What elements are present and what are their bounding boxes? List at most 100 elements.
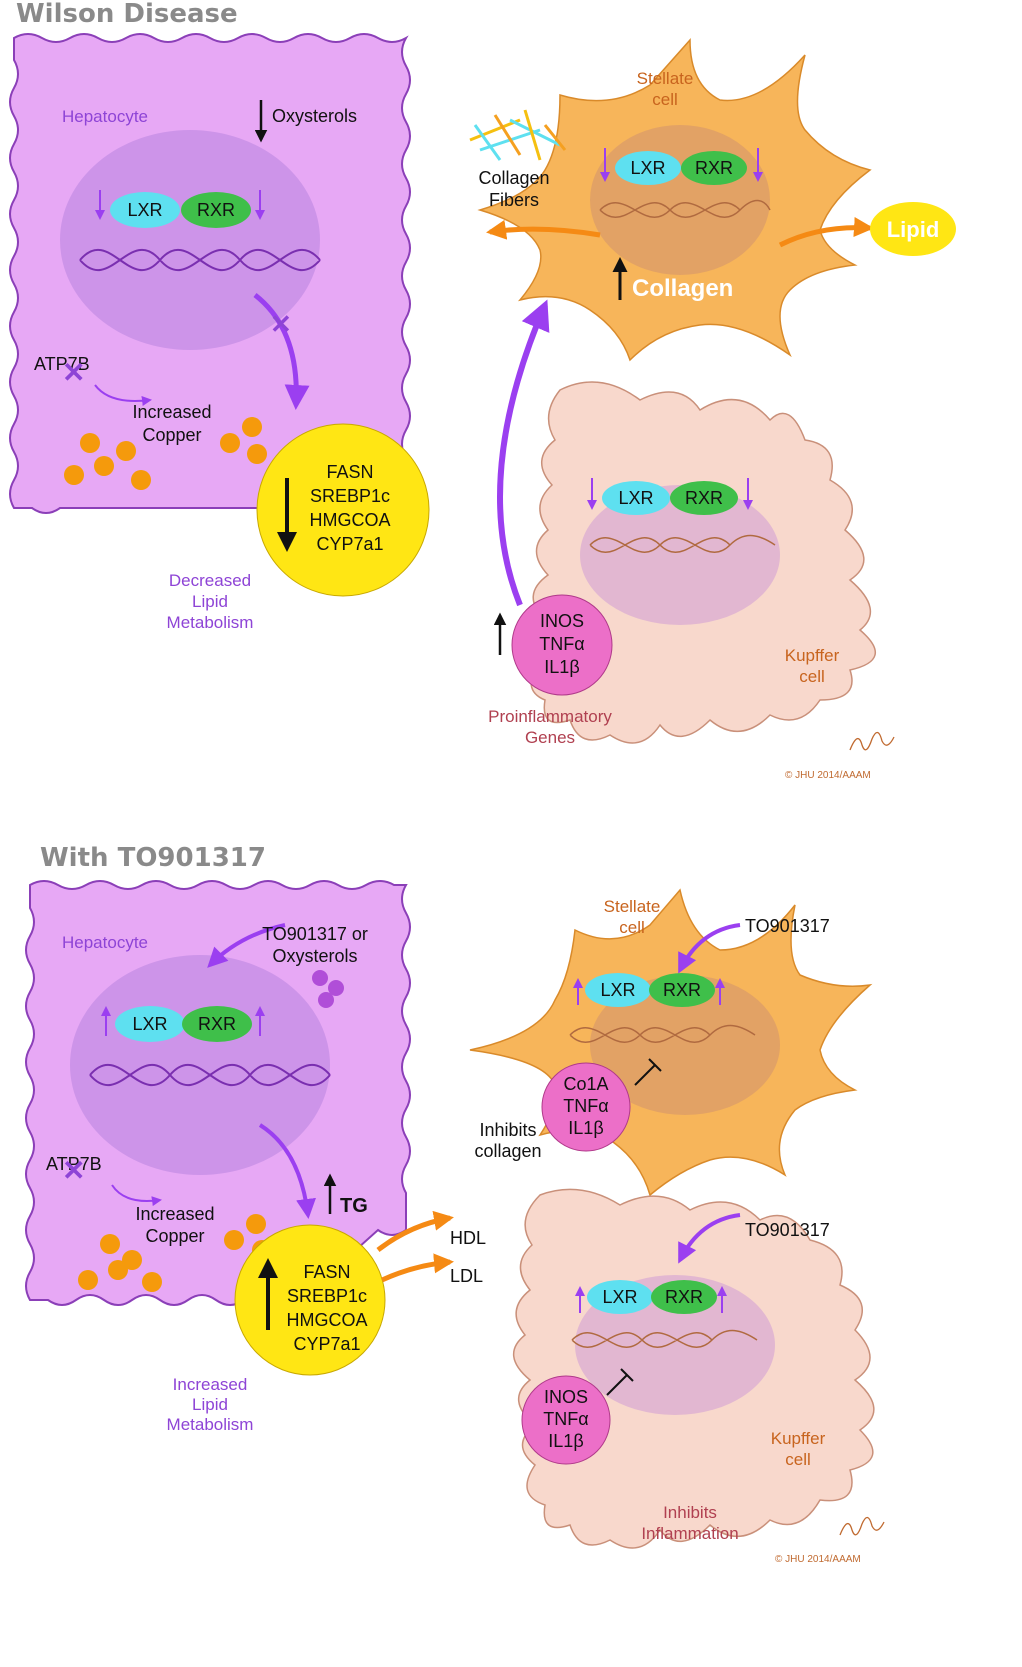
bottom-kupffer-drug-arrow (678, 1213, 741, 1264)
bottom-stellate-gene-1: Co1A (563, 1074, 608, 1094)
bottom-stellate-rxr (649, 973, 715, 1007)
bottom-title: With TO901317 (40, 843, 266, 873)
top-rxr-label: RXR (197, 200, 235, 220)
bottom-rxr-label: RXR (198, 1014, 236, 1034)
bottom-gene-3: HMGCOA (287, 1310, 368, 1330)
top-gene-1: FASN (326, 462, 373, 482)
bottom-stellate-drug-label: TO901317 (745, 916, 830, 936)
bottom-stellate-label-1: Stellate (604, 897, 661, 916)
top-proinflammatory-label-2: Genes (525, 728, 575, 747)
bottom-copper-line2: Copper (145, 1226, 204, 1246)
top-metabolism-line1: Decreased (169, 571, 251, 590)
top-stellate-rxr (681, 151, 747, 185)
bottom-ldl-arrow (380, 1253, 454, 1283)
top-hepatocyte-label: Hepatocyte (62, 107, 148, 126)
top-gene-4: CYP7a1 (316, 534, 383, 554)
bottom-kupffer-rxr (651, 1280, 717, 1314)
bottom-rxr-receptor (182, 1006, 252, 1042)
top-kupffer-rxr-label: RXR (685, 488, 723, 508)
bottom-stellate-gene-circle (541, 1062, 631, 1152)
top-copper-dots (64, 417, 267, 490)
top-stellate-label-1: Stellate (637, 69, 694, 88)
bottom-kupffer-gene-1: INOS (544, 1387, 588, 1407)
bottom-inhibits-collagen-line2: collagen (474, 1141, 541, 1161)
bottom-kupffer-dna (571, 1329, 758, 1348)
bottom-kupffer-gene-3: IL1β (548, 1431, 583, 1451)
bottom-stellate-drug-arrow (678, 923, 741, 974)
bottom-drug-line1: TO901317 or (262, 924, 368, 944)
bottom-drug-dots (312, 970, 344, 1008)
top-proinflammatory-gene-3: IL1β (544, 657, 579, 677)
bottom-stellate-inhibit-bar (648, 1058, 662, 1072)
top-kupffer-label-1: Kupffer (785, 646, 840, 665)
bottom-copper-line1: Increased (135, 1204, 214, 1224)
top-copper-line2: Copper (142, 425, 201, 445)
bottom-gene-1: FASN (303, 1262, 350, 1282)
bottom-stellate-lxr-label: LXR (600, 980, 635, 1000)
bottom-atp7b-x-icon: ✕ (62, 1155, 85, 1186)
top-stellate-lxr-label: LXR (630, 158, 665, 178)
bottom-tg-label: TG (340, 1195, 368, 1217)
bottom-stellate-inhibit-line (634, 1064, 656, 1086)
top-atp7b-label: ATP7B (34, 354, 90, 374)
bottom-stellate-dna (569, 1024, 756, 1043)
bottom-metabolism-line3: Metabolism (167, 1415, 254, 1434)
bottom-lxr-receptor (115, 1006, 185, 1042)
bottom-kupffer-inhibit-bar (620, 1368, 634, 1382)
bottom-stellate-label-2: cell (619, 918, 645, 937)
top-dna-helix (79, 248, 321, 272)
top-metabolism-line2: Lipid (192, 592, 228, 611)
bottom-kupffer-gene-circle (521, 1375, 611, 1465)
top-block-x-icon: ✕ (270, 309, 292, 339)
top-collagen-fibers-line2: Fibers (489, 190, 539, 210)
bottom-hdl-arrow (376, 1210, 454, 1252)
bottom-dna-helix (89, 1063, 331, 1087)
bottom-stellate-lxr (585, 973, 651, 1007)
top-gene-circle (256, 423, 430, 597)
top-stellate-rxr-label: RXR (695, 158, 733, 178)
top-stellate-nucleus (590, 125, 770, 275)
top-atp7b-arrow (94, 384, 152, 406)
top-kupffer-rxr (670, 481, 738, 515)
bottom-drug-line2: Oxysterols (272, 946, 357, 966)
top-kupffer-nucleus (580, 485, 780, 625)
bottom-stellate-nucleus (590, 975, 780, 1115)
top-stellate-dna (599, 199, 771, 218)
top-kupffer-to-stellate-arrow (497, 299, 550, 607)
bottom-atp7b-arrow (111, 1184, 162, 1207)
top-gene-3: HMGCOA (310, 510, 391, 530)
top-metabolism-line3: Metabolism (167, 613, 254, 632)
top-collagen-fibers-line1: Collagen (478, 168, 549, 188)
top-blocked-arrow (253, 293, 310, 410)
bottom-metabolism-line2: Lipid (192, 1395, 228, 1414)
bottom-copper-dots (78, 1214, 272, 1292)
top-signature-icon (849, 731, 895, 751)
top-proinflammatory-circle (511, 594, 613, 696)
top-oxysterols-label: Oxysterols (272, 106, 357, 126)
bottom-inhibits-inflammation-line2: Inflammation (641, 1524, 738, 1543)
bottom-kupffer-lxr-label: LXR (602, 1287, 637, 1307)
bottom-gene-4: CYP7a1 (293, 1334, 360, 1354)
top-stellate-lxr (615, 151, 681, 185)
bottom-kupffer-label-2: cell (785, 1450, 811, 1469)
top-rxr-receptor (181, 192, 251, 228)
top-lxr-label: LXR (127, 200, 162, 220)
top-proinflammatory-gene-2: TNFα (539, 634, 584, 654)
top-kupffer-dna (589, 534, 776, 553)
top-lipid-blob (870, 202, 956, 256)
top-collagen-fibers-icon (469, 109, 567, 161)
top-gene-2: SREBP1c (310, 486, 390, 506)
top-kupffer-label-2: cell (799, 667, 825, 686)
bottom-lxr-label: LXR (132, 1014, 167, 1034)
top-lipid-arrow (778, 217, 874, 248)
top-lipid-label: Lipid (887, 217, 940, 242)
bottom-drug-arrow (207, 923, 286, 968)
top-proinflammatory-label-1: Proinflammatory (488, 707, 612, 726)
bottom-kupffer-gene-2: TNFα (543, 1409, 588, 1429)
bottom-ldl-label: LDL (450, 1266, 483, 1286)
bottom-stellate-rxr-label: RXR (663, 980, 701, 1000)
bottom-stellate-gene-3: IL1β (568, 1118, 603, 1138)
bottom-hdl-label: HDL (450, 1228, 486, 1248)
bottom-atp7b-label: ATP7B (46, 1154, 102, 1174)
